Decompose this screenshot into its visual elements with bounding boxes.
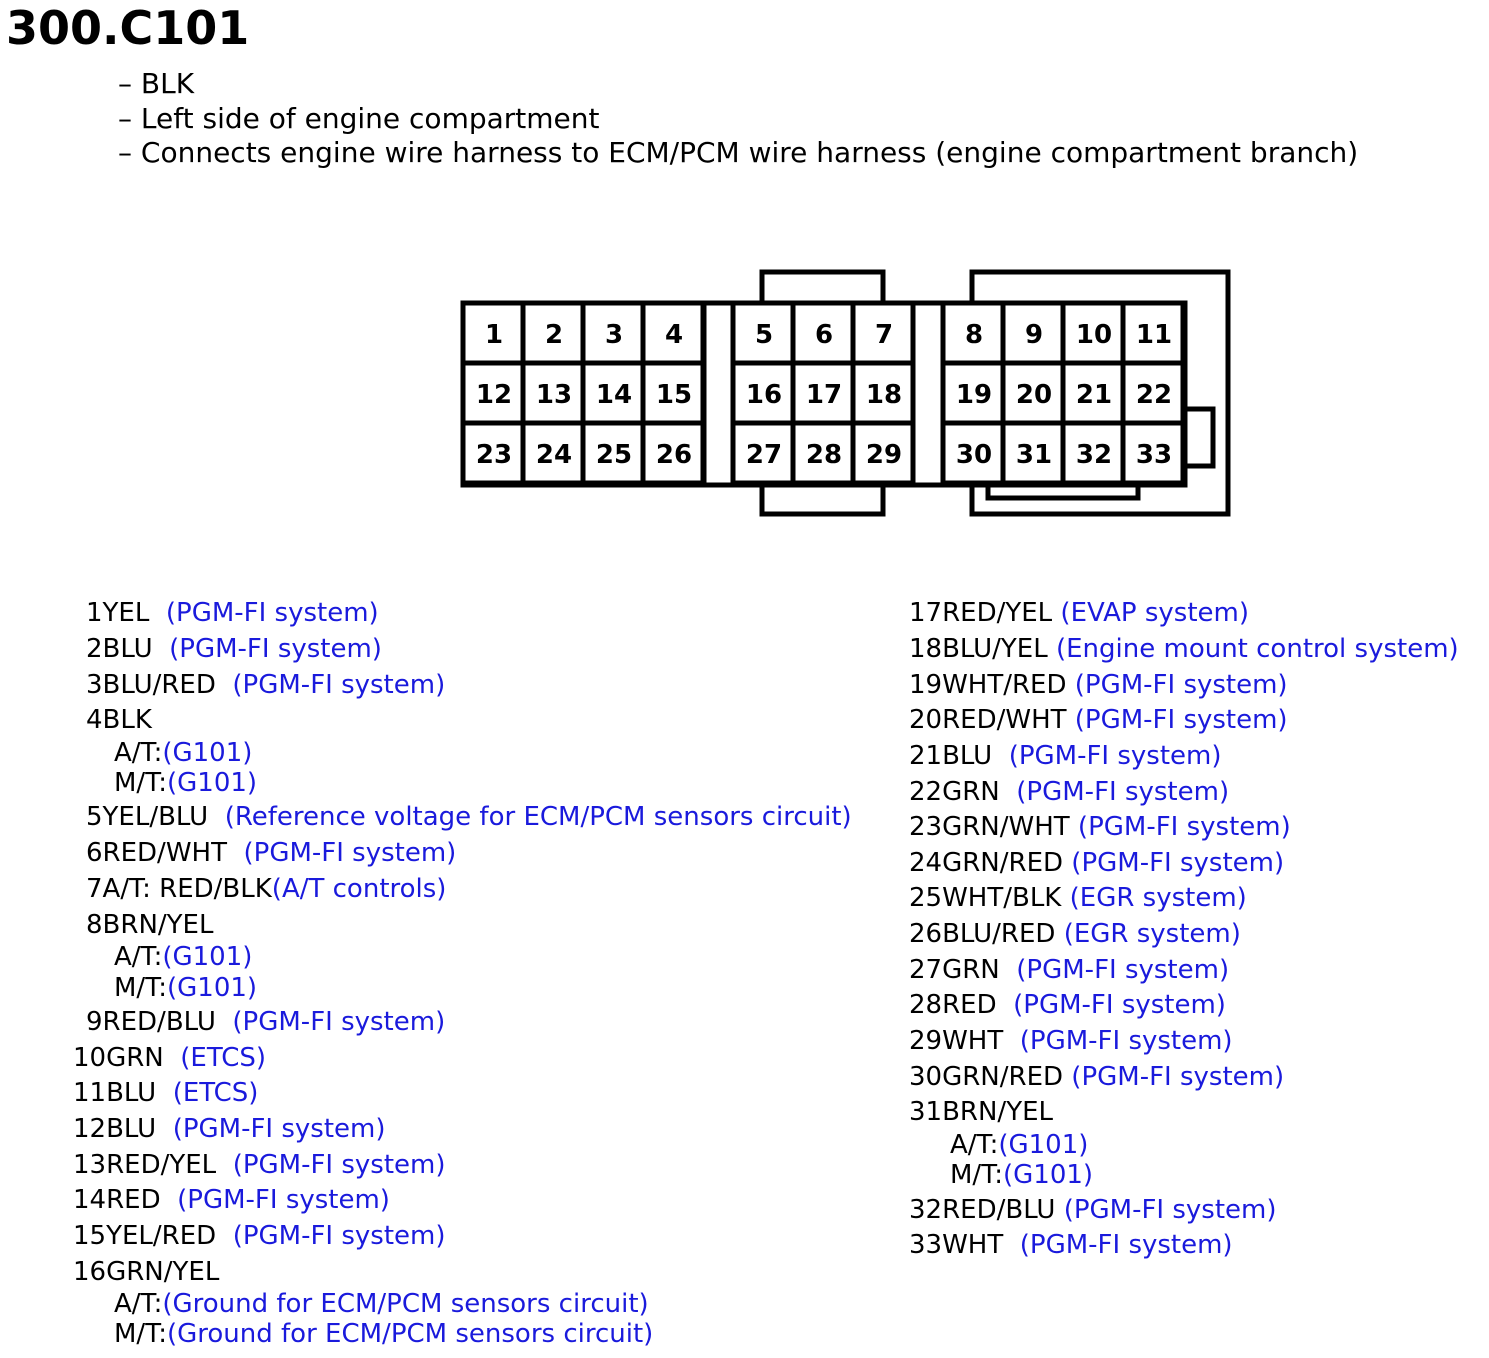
pin-row-16-mt: M/T:(Ground for ECM/PCM sensors circuit) <box>114 1319 654 1349</box>
pin-row-4-at: A/T:(G101) <box>114 738 253 768</box>
pin-number-23: 23 <box>476 440 512 470</box>
pin-number-9: 9 <box>1025 320 1043 350</box>
pin-row-31-mt: M/T:(G101) <box>950 1160 1094 1190</box>
pin-row-8-at: A/T:(G101) <box>114 942 253 972</box>
pin-row-4: 4BLK <box>86 705 152 735</box>
pin-number-5: 5 <box>755 320 773 350</box>
pin-number-28: 28 <box>806 440 842 470</box>
pin-number-24: 24 <box>536 440 572 470</box>
pin-row-8: 8BRN/YEL <box>86 910 214 940</box>
pin-number-17: 17 <box>806 380 842 410</box>
pin-row-24: 24GRN/RED (PGM-FI system) <box>909 848 1285 878</box>
pin-row-4-mt: M/T:(G101) <box>114 768 258 798</box>
pin-row-33: 33WHT (PGM-FI system) <box>909 1230 1233 1260</box>
pin-row-32: 32RED/BLU (PGM-FI system) <box>909 1195 1277 1225</box>
pin-cavity-29 <box>850 420 916 486</box>
pin-row-21: 21BLU (PGM-FI system) <box>909 741 1222 771</box>
pin-row-1: 1YEL (PGM-FI system) <box>86 598 379 628</box>
pin-row-16-at: A/T:(Ground for ECM/PCM sensors circuit) <box>114 1289 649 1319</box>
pin-cavity-26 <box>640 420 706 486</box>
pin-number-33: 33 <box>1136 440 1172 470</box>
pin-number-10: 10 <box>1076 320 1112 350</box>
pin-number-2: 2 <box>545 320 563 350</box>
pin-number-31: 31 <box>1016 440 1052 470</box>
pin-row-11: 11BLU (ETCS) <box>73 1078 259 1108</box>
pin-number-21: 21 <box>1076 380 1112 410</box>
pin-cavity-33 <box>1120 420 1186 486</box>
pin-number-26: 26 <box>656 440 692 470</box>
note-connection: – Connects engine wire harness to ECM/PC… <box>118 136 1359 169</box>
pin-number-27: 27 <box>746 440 782 470</box>
pin-row-17: 17RED/YEL (EVAP system) <box>909 598 1249 628</box>
pin-number-15: 15 <box>656 380 692 410</box>
pin-number-32: 32 <box>1076 440 1112 470</box>
pin-row-12: 12BLU (PGM-FI system) <box>73 1114 386 1144</box>
pin-row-31: 31BRN/YEL <box>909 1097 1053 1127</box>
pin-number-22: 22 <box>1136 380 1172 410</box>
pin-number-12: 12 <box>476 380 512 410</box>
pin-row-27: 27GRN (PGM-FI system) <box>909 955 1230 985</box>
pin-row-25: 25WHT/BLK (EGR system) <box>909 883 1247 913</box>
bottom-rail <box>985 485 1141 501</box>
pin-row-9: 9RED/BLU (PGM-FI system) <box>86 1007 446 1037</box>
side-latch <box>1185 406 1216 469</box>
pin-row-3: 3BLU/RED (PGM-FI system) <box>86 670 446 700</box>
pin-number-25: 25 <box>596 440 632 470</box>
pin-row-30: 30GRN/RED (PGM-FI system) <box>909 1062 1285 1092</box>
pin-row-13: 13RED/YEL (PGM-FI system) <box>73 1150 446 1180</box>
pin-row-2: 2BLU (PGM-FI system) <box>86 634 382 664</box>
pin-row-19: 19WHT/RED (PGM-FI system) <box>909 670 1288 700</box>
pin-number-14: 14 <box>596 380 632 410</box>
pin-row-26: 26BLU/RED (EGR system) <box>909 919 1241 949</box>
pin-row-6: 6RED/WHT (PGM-FI system) <box>86 838 457 868</box>
pin-number-13: 13 <box>536 380 572 410</box>
pin-number-6: 6 <box>815 320 833 350</box>
pin-number-11: 11 <box>1136 320 1172 350</box>
pin-row-22: 22GRN (PGM-FI system) <box>909 777 1230 807</box>
pin-number-8: 8 <box>965 320 983 350</box>
pin-row-29: 29WHT (PGM-FI system) <box>909 1026 1233 1056</box>
pin-number-16: 16 <box>746 380 782 410</box>
pin-number-20: 20 <box>1016 380 1052 410</box>
pin-row-14: 14RED (PGM-FI system) <box>73 1185 390 1215</box>
pin-row-31-at: A/T:(G101) <box>950 1130 1089 1160</box>
pin-row-7: 7A/T: RED/BLK(A/T controls) <box>86 874 447 904</box>
pin-number-1: 1 <box>485 320 503 350</box>
pin-number-7: 7 <box>875 320 893 350</box>
pin-row-23: 23GRN/WHT (PGM-FI system) <box>909 812 1291 842</box>
pin-row-20: 20RED/WHT (PGM-FI system) <box>909 705 1288 735</box>
note-color: – BLK <box>118 67 195 100</box>
pin-number-18: 18 <box>866 380 902 410</box>
connector-title: 300.C101 <box>6 1 250 55</box>
pin-number-30: 30 <box>956 440 992 470</box>
bottom-tab-center <box>759 485 886 517</box>
pin-row-15: 15YEL/RED (PGM-FI system) <box>73 1221 446 1251</box>
pin-row-5: 5YEL/BLU (Reference voltage for ECM/PCM … <box>86 802 852 832</box>
right-shroud <box>969 269 1231 517</box>
pin-row-10: 10GRN (ETCS) <box>73 1043 267 1073</box>
pin-number-29: 29 <box>866 440 902 470</box>
pin-number-4: 4 <box>665 320 683 350</box>
pin-row-16: 16GRN/YEL <box>73 1257 220 1287</box>
note-location: – Left side of engine compartment <box>118 101 600 135</box>
connector-notes: – BLK – Left side of engine compartment … <box>118 67 1358 171</box>
top-lock-tab-center <box>759 269 886 303</box>
pin-row-8-mt: M/T:(G101) <box>114 973 258 1003</box>
pin-number-3: 3 <box>605 320 623 350</box>
pin-row-28: 28RED (PGM-FI system) <box>909 990 1226 1020</box>
pin-number-19: 19 <box>956 380 992 410</box>
pin-row-18: 18BLU/YEL (Engine mount control system) <box>909 634 1459 664</box>
